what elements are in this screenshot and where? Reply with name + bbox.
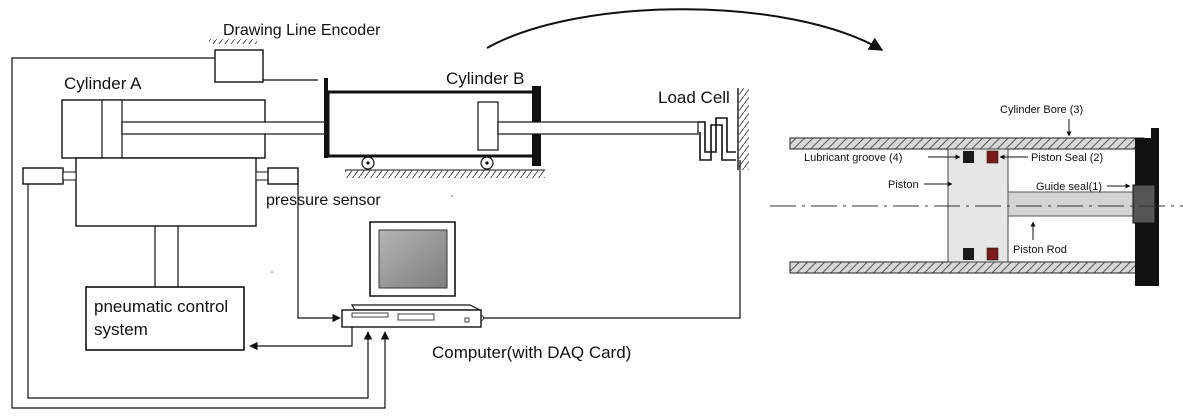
drawing-line-encoder-label: Drawing Line Encoder [223, 22, 381, 39]
detail-pointer-arrow [486, 8, 884, 51]
monitor-screen [378, 229, 448, 289]
cylinder-a-base [75, 157, 257, 227]
pressure-sensor-left [22, 167, 77, 185]
cylinder-bore-label: Cylinder Bore (3) [1000, 104, 1083, 116]
encoder-mount-hatch [209, 39, 257, 44]
encoder-box [214, 49, 264, 83]
cylinder-b-piston [477, 101, 499, 151]
pressure-sensor-right [255, 167, 299, 185]
guide-seal-label: Guide seal(1) [1036, 181, 1102, 193]
piston-seal-top [986, 150, 999, 164]
cylinder-b-label: Cylinder B [446, 69, 524, 88]
lubricant-groove-bottom [963, 248, 974, 260]
cylinder-b-end-plate [324, 78, 328, 158]
cylinder-a-piston [101, 99, 123, 159]
pneumatic-label-line2: system [94, 320, 148, 339]
cylinder-detail [770, 119, 1183, 286]
disk-drive [351, 312, 389, 318]
wall-hatch [739, 88, 749, 170]
load-cell-wire [481, 160, 741, 319]
control-output-wire [249, 327, 353, 351]
cylinder-a-label: Cylinder A [64, 74, 142, 93]
track-hatch [345, 170, 545, 178]
cylinder-b [324, 78, 699, 178]
pressure-sensor-a-wire [27, 183, 373, 399]
computer [341, 221, 482, 328]
bore-top-wall [789, 137, 1145, 150]
power-button [464, 317, 470, 323]
load-cell [698, 88, 749, 170]
monitor-stand [350, 304, 481, 311]
encoder-signal-wire [11, 57, 390, 409]
pneumatic-control-system [85, 286, 245, 351]
cd-drive [397, 313, 435, 321]
computer-label: Computer(with DAQ Card) [432, 343, 631, 362]
piston-seal-bottom [986, 247, 999, 261]
piston-rod-label: Piston Rod [1013, 244, 1067, 256]
lubricant-groove-top [963, 151, 974, 163]
pressure-sensor-b-wire [297, 183, 341, 323]
cylinder-a-rod [121, 121, 328, 135]
cylinder-b-rod [497, 121, 699, 135]
pneumatic-label-line1: pneumatic control [94, 297, 228, 316]
load-cell-label: Load Cell [658, 88, 730, 107]
piston-seal-label: Piston Seal (2) [1031, 152, 1103, 164]
piston-label: Piston [888, 179, 919, 191]
drawing-line-encoder [209, 39, 318, 83]
lubricant-groove-label: Lubricant groove (4) [804, 152, 902, 164]
pressure-sensor-label: pressure sensor [266, 192, 381, 209]
bore-bottom-wall [789, 261, 1145, 274]
guide-seal-ring [1132, 184, 1156, 224]
